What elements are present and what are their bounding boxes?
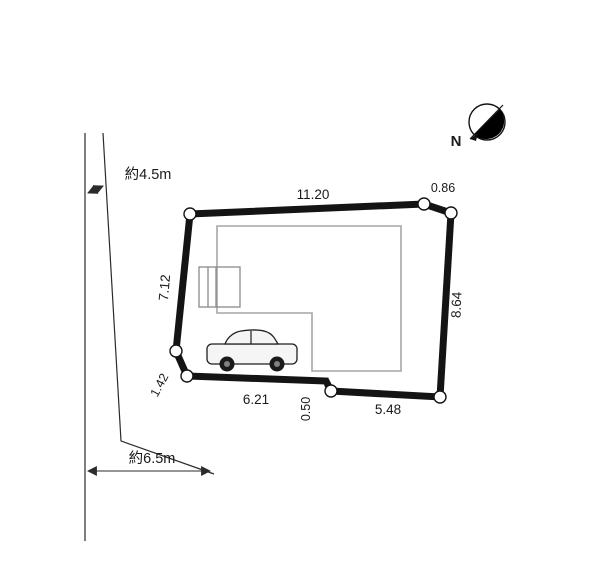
entrance-porch <box>198 266 241 308</box>
dim-left: 7.12 <box>156 274 173 301</box>
car-icon <box>206 329 298 372</box>
dim-top: 11.20 <box>297 187 330 202</box>
building-outline <box>216 225 402 372</box>
dim-right: 8.64 <box>449 291 465 318</box>
dim-bottom-right: 5.48 <box>375 402 401 417</box>
dim-corner-left: 1.42 <box>148 371 172 399</box>
boundary-markers <box>169 197 458 404</box>
dim-bottom-left: 6.21 <box>243 392 269 407</box>
road-width-arrow-top <box>87 184 104 195</box>
dim-step: 0.50 <box>299 397 313 421</box>
north-label: N <box>451 133 462 150</box>
road-width-label-bottom: 約6.5m <box>129 450 176 467</box>
road-width-label-top: 約4.5m <box>125 166 172 183</box>
north-compass-icon <box>468 103 506 141</box>
road-edge-line-right <box>102 132 215 475</box>
dim-top-right: 0.86 <box>431 181 455 195</box>
